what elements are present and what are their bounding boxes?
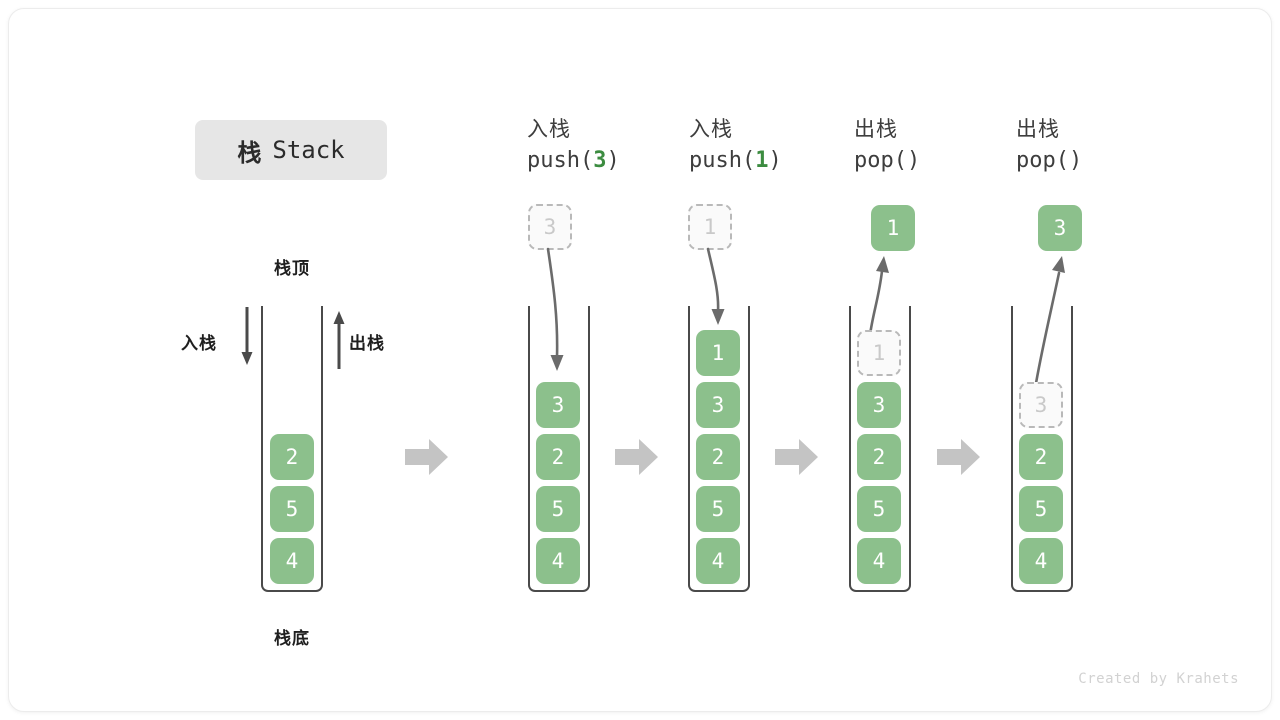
push-curve-arrow-1	[688, 247, 748, 339]
push-side-label: 入栈	[181, 334, 217, 353]
stack-cell: 4	[270, 538, 314, 584]
op-label-push-1: 入栈 push(1)	[689, 115, 859, 177]
stack-cell: 4	[857, 538, 901, 584]
stack-cell: 1	[696, 330, 740, 376]
stack-cell-ghost: 1	[857, 330, 901, 376]
stack-top-label: 栈顶	[274, 259, 310, 278]
op-code: pop()	[1016, 148, 1083, 173]
push-curve-arrow-3	[528, 247, 588, 379]
stack-cell: 4	[1019, 538, 1063, 584]
stack-cell: 5	[857, 486, 901, 532]
stack-cells-pop-1: 1 3 2 5 4	[857, 330, 901, 584]
popped-element-3: 3	[1038, 205, 1082, 251]
stack-cell: 2	[270, 434, 314, 480]
stack-cells-push-1: 1 3 2 5 4	[696, 330, 740, 584]
op-label-pop-1: 出栈 pop()	[854, 115, 1024, 177]
op-label-push-3: 入栈 push(3)	[527, 115, 697, 177]
pop-side-label: 出栈	[349, 334, 385, 353]
op-label-pop-3: 出栈 pop()	[1016, 115, 1186, 177]
stack-cell: 2	[696, 434, 740, 480]
title-badge: 栈 Stack	[195, 120, 387, 180]
floating-element-push-3: 3	[528, 204, 572, 250]
stack-container-initial	[261, 306, 323, 592]
stack-bottom-label: 栈底	[274, 629, 310, 648]
stack-container-pop-1	[849, 306, 911, 592]
stack-cell: 3	[857, 382, 901, 428]
stack-cells-initial: 2 5 4	[270, 434, 314, 584]
pop-up-arrow	[329, 307, 349, 369]
flow-arrow-icon	[937, 437, 981, 477]
stack-cell: 5	[1019, 486, 1063, 532]
floating-element-push-1: 1	[688, 204, 732, 250]
title-cn: 栈	[237, 139, 263, 167]
pop-curve-arrow-3	[1011, 251, 1081, 396]
pop-curve-arrow-1	[849, 251, 909, 341]
credit-text: Created by Krahets	[1078, 671, 1239, 687]
stack-cell: 3	[536, 382, 580, 428]
stack-cell: 3	[696, 382, 740, 428]
stack-cells-pop-3: 3 2 5 4	[1019, 382, 1063, 584]
stack-cell: 5	[696, 486, 740, 532]
stack-cell-ghost: 3	[1019, 382, 1063, 428]
op-cn: 出栈	[854, 118, 898, 141]
op-cn: 入栈	[527, 118, 571, 141]
stack-container-push-3	[528, 306, 590, 592]
stack-cell: 5	[536, 486, 580, 532]
stack-cell: 4	[536, 538, 580, 584]
stack-container-pop-3	[1011, 306, 1073, 592]
stack-cell: 4	[696, 538, 740, 584]
flow-arrow-icon	[775, 437, 819, 477]
stack-cell: 2	[1019, 434, 1063, 480]
flow-arrow-icon	[405, 437, 449, 477]
flow-arrow-icon	[615, 437, 659, 477]
stack-cell: 2	[536, 434, 580, 480]
op-cn: 出栈	[1016, 118, 1060, 141]
op-code: push(3)	[527, 148, 620, 173]
op-cn: 入栈	[689, 118, 733, 141]
stack-container-push-1	[688, 306, 750, 592]
stack-cell: 5	[270, 486, 314, 532]
op-code: pop()	[854, 148, 921, 173]
popped-element-1: 1	[871, 205, 915, 251]
stack-cell: 2	[857, 434, 901, 480]
push-down-arrow	[237, 307, 257, 369]
diagram-card: 栈 Stack 栈顶 入栈 出栈 2 5 4 栈底 入栈 push(3) 3	[8, 8, 1272, 712]
stack-cells-push-3: 3 2 5 4	[536, 382, 580, 584]
op-code: push(1)	[689, 148, 782, 173]
title-en: Stack	[272, 136, 345, 164]
